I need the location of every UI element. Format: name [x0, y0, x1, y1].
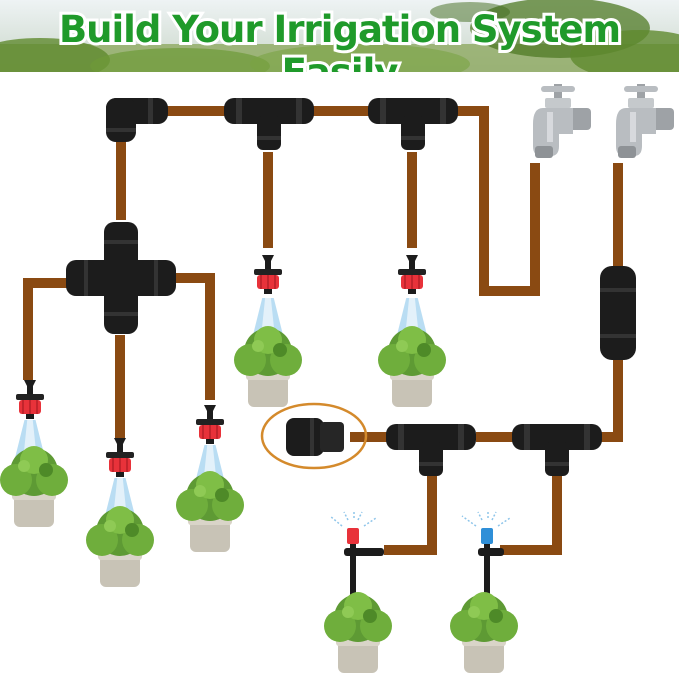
- potted-plant-icon: [324, 592, 392, 673]
- drip-emitter-icon: [195, 405, 225, 445]
- tee-connector-icon: [368, 98, 458, 150]
- banner-background: [0, 0, 679, 72]
- tee-connector-icon: [512, 424, 602, 476]
- inline-coupler-icon: [600, 266, 636, 360]
- sprinkler-stake-icon: [329, 510, 384, 606]
- faucet-icon: [533, 84, 591, 158]
- tubing: [23, 106, 623, 555]
- tube-tee4-to-sprinkler2: [500, 474, 562, 555]
- potted-plant-icon: [176, 471, 244, 552]
- tee-connector-icon: [224, 98, 314, 150]
- potted-plant-icon: [0, 446, 68, 527]
- potted-plant-icon: [378, 326, 446, 407]
- banner-title: Build Your Irrigation System Easily: [56, 5, 624, 72]
- potted-plant-icon: [86, 506, 154, 587]
- tube-tee3-to-sprinkler1: [384, 474, 437, 555]
- drip-emitter-icon: [15, 380, 45, 420]
- faucet-icon: [616, 84, 674, 158]
- sprinkler-stake-icon: [461, 510, 511, 606]
- tube-coupler-to-tee4: [600, 360, 623, 442]
- drip-emitter-icon: [253, 255, 283, 295]
- tube-cross-to-right-emitter: [170, 273, 215, 400]
- end-plug-icon: [286, 418, 344, 456]
- cross-connector-icon: [66, 222, 176, 334]
- tube-tee2-to-faucet1: [455, 106, 540, 296]
- potted-plant-icon: [234, 326, 302, 407]
- potted-plant-icon: [450, 592, 518, 673]
- banner: Build Your Irrigation System Easily: [0, 0, 679, 72]
- tube-cross-to-left-emitter: [23, 278, 70, 380]
- elbow-connector-icon: [106, 98, 168, 142]
- end-plug-callout: [260, 402, 368, 470]
- drip-emitter-icon: [397, 255, 427, 295]
- drip-emitter-icon: [105, 438, 135, 478]
- tee-connector-icon: [386, 424, 476, 476]
